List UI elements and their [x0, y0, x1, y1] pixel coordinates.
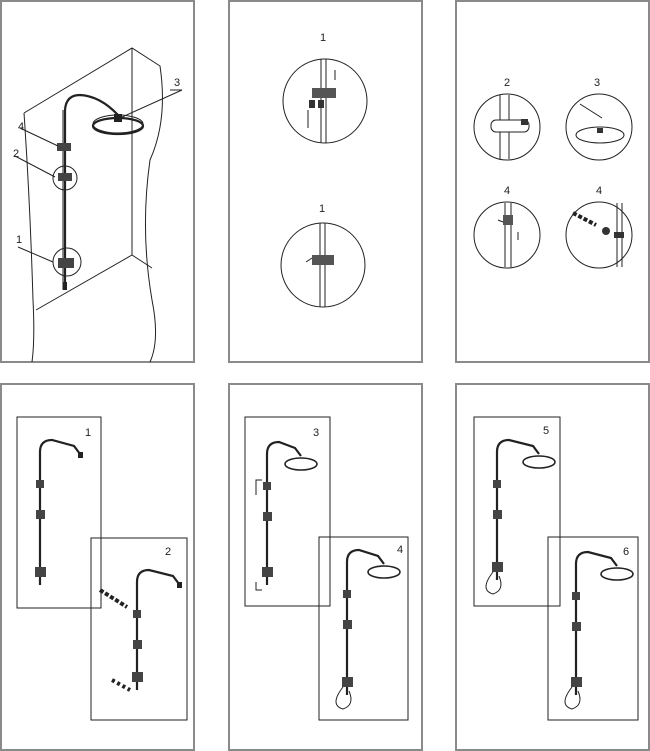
hand-shower-slider — [133, 640, 142, 649]
variant-box-6 — [547, 536, 639, 721]
diverter-valve — [35, 567, 46, 577]
riser-pipe — [495, 438, 540, 580]
variant-label-5: 5 — [543, 425, 549, 437]
install-mark — [255, 582, 262, 591]
step2-label-4a: 4 — [504, 185, 510, 197]
hand-shower-slider — [493, 510, 502, 519]
wall-bracket — [36, 480, 44, 488]
step2-label-3: 3 — [594, 77, 600, 89]
variant-box-5 — [473, 416, 561, 607]
diverter-valve — [262, 567, 273, 577]
callout-4: 4 — [18, 121, 24, 133]
panel-variant-c — [455, 383, 650, 751]
variant-box-4 — [318, 536, 409, 721]
arm-end — [177, 582, 182, 588]
variant-box-1 — [16, 416, 102, 609]
panel-variant-a — [0, 383, 195, 751]
wall-bracket — [493, 480, 501, 488]
callout-1: 1 — [16, 234, 22, 246]
riser-pipe — [345, 548, 385, 695]
callout-3: 3 — [174, 77, 180, 89]
step1-label-a: 1 — [320, 32, 326, 44]
riser-pipe — [38, 438, 81, 585]
detail-bracket — [473, 201, 541, 269]
variant-box-2 — [90, 537, 188, 721]
step1-label-b: 1 — [319, 203, 325, 215]
detail-wall-fixing — [565, 201, 633, 269]
hose — [335, 686, 352, 710]
wall-bracket — [343, 590, 351, 598]
step2-label-2: 2 — [504, 77, 510, 89]
panel-step1 — [228, 0, 423, 363]
install-mark — [255, 479, 262, 495]
diverter-valve — [492, 562, 503, 572]
variant-label-1: 1 — [85, 427, 91, 439]
variant-label-3: 3 — [313, 427, 319, 439]
hand-shower-slider — [263, 512, 272, 521]
detail-valve-top — [282, 58, 368, 144]
detail-slider — [473, 93, 541, 161]
shower-head — [522, 455, 556, 469]
hand-shower-slider — [36, 510, 45, 519]
shower-column-overview — [14, 89, 183, 290]
variant-label-6: 6 — [623, 546, 629, 558]
callout-2: 2 — [13, 148, 19, 160]
riser-pipe — [265, 440, 302, 585]
shower-head — [284, 457, 318, 471]
detail-valve-bottom — [280, 222, 366, 308]
leader-2 — [14, 155, 56, 178]
wall-bracket — [572, 592, 580, 600]
detail-circle-2 — [52, 165, 78, 191]
panel-overview — [0, 0, 195, 363]
step2-label-4b: 4 — [596, 185, 602, 197]
variant-label-2: 2 — [165, 546, 171, 558]
wall-bracket — [133, 610, 141, 618]
riser-pipe — [135, 568, 180, 690]
leader-3 — [119, 89, 183, 119]
hand-shower-slider — [572, 622, 581, 631]
variant-label-4: 4 — [397, 544, 403, 556]
hand-shower-slider — [343, 620, 352, 629]
arm-end — [78, 452, 83, 458]
hose — [564, 686, 581, 710]
diverter-valve — [571, 677, 582, 687]
leader-4 — [19, 127, 59, 147]
shower-head — [367, 565, 401, 579]
panel-step2 — [455, 0, 650, 363]
diverter-valve — [342, 677, 353, 687]
hose — [485, 571, 502, 595]
diverter-valve — [132, 672, 143, 682]
wall-fixing-parts — [98, 588, 129, 609]
shower-head — [600, 567, 634, 581]
leader-1 — [17, 246, 54, 263]
variant-box-3 — [244, 416, 331, 607]
riser-pipe — [574, 550, 618, 695]
wall-bracket — [263, 482, 271, 490]
detail-shower-head — [565, 93, 633, 161]
